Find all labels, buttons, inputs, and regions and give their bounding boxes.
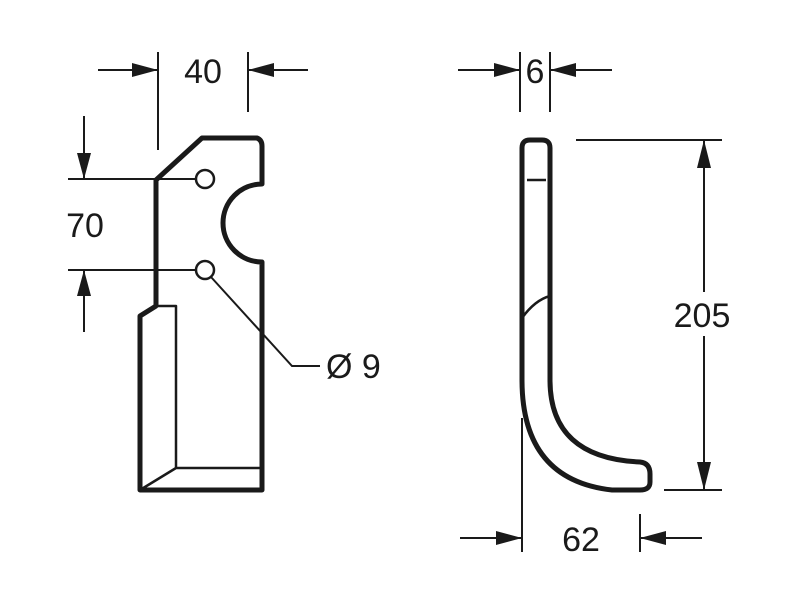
blade-profile-edge-bevel	[520, 294, 551, 319]
dimension-hole-spacing-70: 70	[66, 116, 196, 332]
dimension-thickness-6: 6	[458, 52, 612, 112]
blade-profile	[519, 137, 653, 493]
blade-bevel	[139, 304, 262, 492]
dimension-label-height: 205	[674, 297, 731, 335]
dimension-label-hole-spacing: 70	[66, 207, 104, 245]
dimension-bend-width-62: 62	[460, 418, 702, 559]
side-view	[519, 137, 653, 493]
dimension-label-width: 40	[184, 53, 222, 91]
dimension-width-40: 40	[98, 52, 308, 150]
dimension-height-205: 205	[576, 139, 731, 491]
blade-outline	[137, 135, 265, 493]
dimension-label-thickness: 6	[526, 53, 545, 91]
mounting-hole-upper	[194, 168, 216, 190]
dimension-label-hole-diameter: Ø 9	[326, 348, 381, 386]
mounting-hole-lower	[194, 259, 216, 281]
dimension-label-bend-width: 62	[562, 521, 600, 559]
dimension-hole-diameter: Ø 9	[210, 276, 381, 386]
